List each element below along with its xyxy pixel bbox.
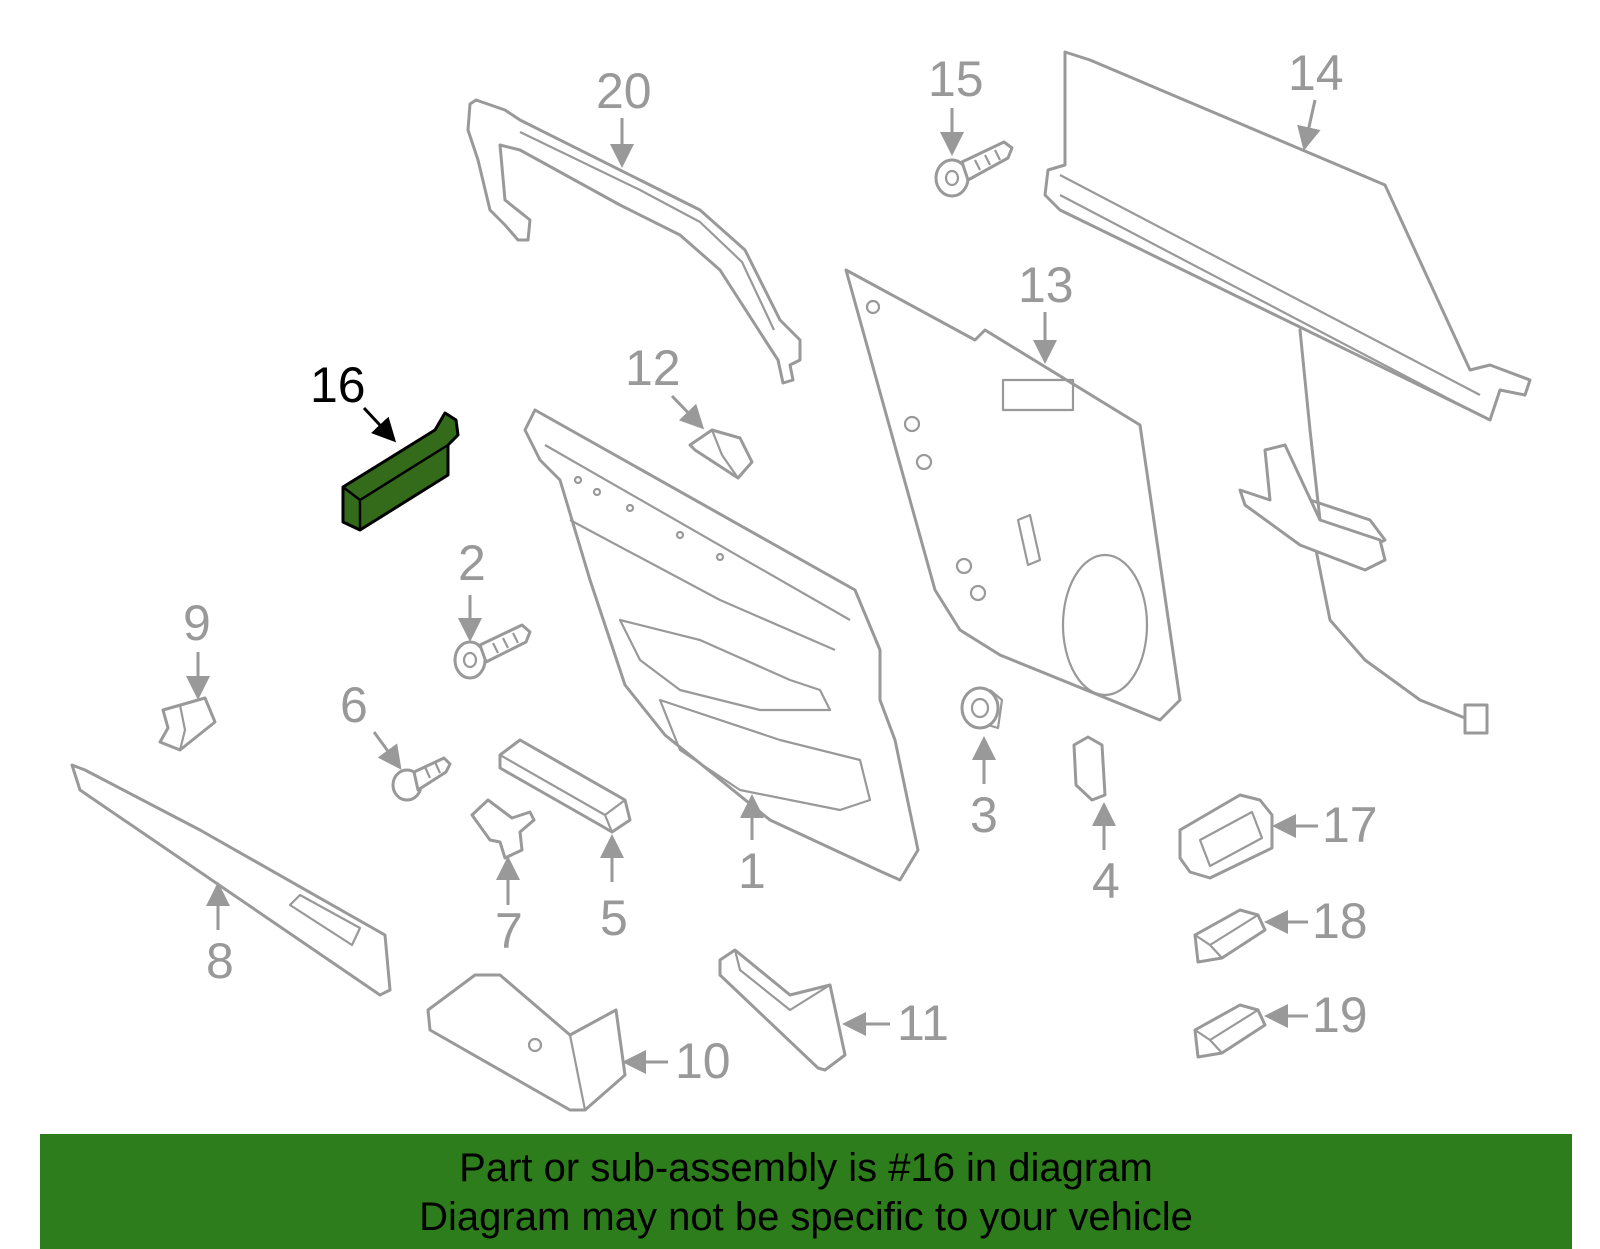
svg-text:19: 19	[1312, 987, 1368, 1043]
callout-17: 17	[1272, 797, 1378, 853]
callout-8: 8	[206, 882, 234, 989]
part-10-armrest[interactable]	[426, 973, 627, 1112]
part-20-window-frame-trim[interactable]	[466, 98, 802, 385]
callout-3: 3	[970, 736, 998, 843]
svg-text:16: 16	[310, 357, 366, 413]
part-2-screw[interactable]	[453, 623, 532, 680]
part-12-clip[interactable]	[688, 428, 754, 480]
callout-15: 15	[928, 51, 984, 156]
svg-text:3: 3	[970, 787, 998, 843]
callout-12: 12	[625, 340, 705, 430]
callout-9: 9	[183, 595, 211, 700]
part-9-clip[interactable]	[158, 696, 217, 752]
part-7-clip[interactable]	[470, 798, 536, 860]
callout-5: 5	[600, 834, 628, 946]
part-13-door-panel[interactable]	[844, 268, 1182, 722]
info-banner: Part or sub-assembly is #16 in diagram D…	[40, 1134, 1572, 1249]
svg-text:13: 13	[1018, 257, 1074, 313]
svg-text:18: 18	[1312, 893, 1368, 949]
part-19-bracket[interactable]	[1193, 1003, 1267, 1059]
callout-16: 16	[310, 357, 397, 443]
callout-6: 6	[340, 677, 402, 770]
part-18-bracket[interactable]	[1193, 908, 1267, 964]
callout-11: 11	[842, 995, 949, 1051]
svg-text:7: 7	[495, 903, 523, 959]
part-5-grab-handle-insert[interactable]	[498, 738, 632, 834]
callout-4: 4	[1092, 802, 1120, 909]
callout-10: 10	[622, 1033, 731, 1089]
svg-text:5: 5	[600, 890, 628, 946]
part-15-screw[interactable]	[934, 140, 1014, 198]
svg-text:10: 10	[675, 1033, 731, 1089]
callout-13: 13	[1018, 257, 1074, 364]
svg-text:14: 14	[1288, 45, 1344, 101]
svg-text:12: 12	[625, 340, 681, 396]
svg-text:15: 15	[928, 51, 984, 107]
svg-text:1: 1	[738, 843, 766, 899]
part-14-window-regulator[interactable]	[1043, 50, 1532, 735]
part-4-cover-cap[interactable]	[1072, 735, 1107, 802]
callout-19: 19	[1264, 987, 1368, 1043]
svg-text:2: 2	[458, 535, 486, 591]
part-8-trim-strip[interactable]	[70, 763, 392, 997]
part-6-bolt[interactable]	[391, 756, 452, 802]
callout-14: 14	[1288, 45, 1344, 151]
callout-2: 2	[458, 535, 486, 642]
svg-text:4: 4	[1092, 853, 1120, 909]
svg-text:6: 6	[340, 677, 368, 733]
svg-text:17: 17	[1322, 797, 1378, 853]
svg-text:9: 9	[183, 595, 211, 651]
part-3-speaker[interactable]	[960, 686, 1004, 730]
banner-line-2: Diagram may not be specific to your vehi…	[419, 1195, 1193, 1239]
part-16-switch-highlighted[interactable]	[341, 411, 460, 532]
part-1-door-trim-panel[interactable]	[523, 408, 920, 882]
svg-text:11: 11	[897, 995, 949, 1051]
callout-20-label: 20	[596, 63, 652, 119]
part-11-bracket[interactable]	[718, 948, 847, 1072]
banner-line-1: Part or sub-assembly is #16 in diagram	[459, 1146, 1153, 1190]
callout-18: 18	[1264, 893, 1368, 949]
part-17-switch[interactable]	[1178, 793, 1274, 880]
callout-7: 7	[495, 856, 523, 959]
svg-text:8: 8	[206, 933, 234, 989]
callout-20: 20	[596, 63, 652, 168]
callout-1: 1	[738, 794, 766, 899]
